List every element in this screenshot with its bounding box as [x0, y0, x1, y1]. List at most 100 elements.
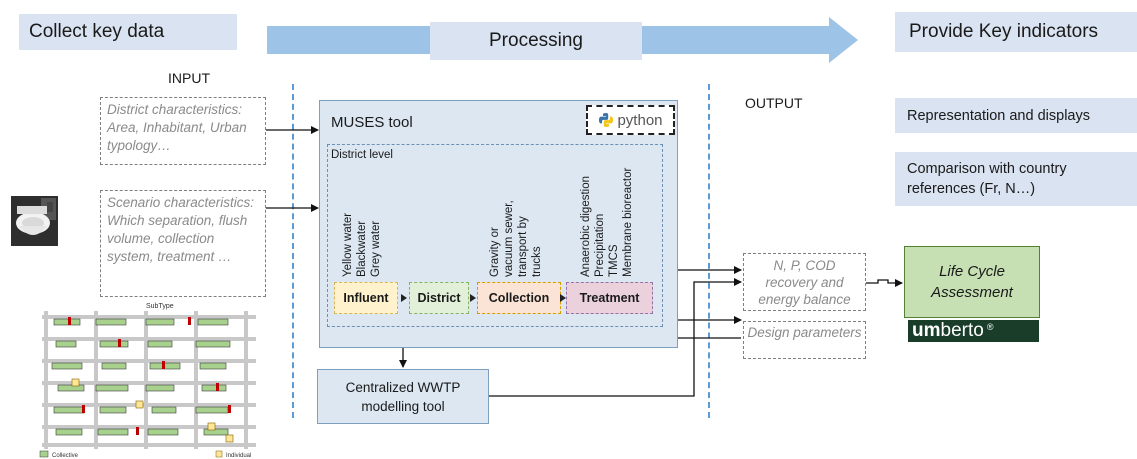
comparison-line2: references (Fr, N…) [907, 181, 1036, 197]
stage-treatment: Treatment [566, 282, 653, 314]
stage-influent: Influent [334, 282, 398, 314]
design-parameters-note: Design parameters [743, 321, 866, 359]
map-collective-block [195, 340, 231, 348]
influent-item-blackwater: Blackwater [356, 220, 368, 277]
stage-district: District [409, 282, 469, 314]
map-legend-collective-label: Collective [52, 453, 79, 458]
treatment-item-precipitation: Precipitation [594, 213, 606, 277]
map-collective-block [95, 318, 127, 326]
input-label: INPUT [168, 70, 210, 86]
wwtp-to-npcod-arrow [489, 278, 742, 397]
life-cycle-assessment-box: Life Cycle Assessment [904, 246, 1040, 318]
python-badge: python [586, 105, 675, 135]
collection-item-trucks: trucks [531, 246, 543, 277]
map-red-marker [228, 405, 231, 413]
map-collective-block [55, 340, 77, 348]
map-individual-square [71, 378, 80, 387]
influent-item-yellow-water: Yellow water [342, 212, 354, 277]
map-legend-collective-swatch [39, 450, 49, 458]
map-red-marker [68, 317, 71, 325]
map-collective-block [99, 406, 127, 414]
map-collective-block [197, 318, 229, 326]
npcod-to-lca-arrow [866, 279, 903, 287]
lca-line2: Assessment [931, 284, 1013, 301]
map-legend-individual-label: Individual [226, 453, 251, 458]
influent-item-grey-water: Grey water [370, 220, 382, 277]
representation-label: Representation and displays [907, 107, 1090, 124]
representation-displays-box: Representation and displays [895, 98, 1137, 133]
map-red-marker [82, 405, 85, 413]
map-collective-block [201, 384, 227, 392]
map-street-h [42, 381, 256, 385]
comparison-box: Comparison with country references (Fr, … [895, 152, 1137, 206]
map-street-h [42, 337, 256, 341]
collection-item-transport: transport by [517, 216, 529, 277]
map-red-marker [136, 427, 139, 435]
provide-header-label: Provide Key indicators [909, 21, 1099, 42]
npcod-recovery-note: N, P, COD recovery and energy balance [743, 253, 866, 311]
input-divider [292, 84, 294, 418]
map-red-marker [216, 383, 219, 391]
map-title: SubType [146, 303, 174, 310]
map-street-v [144, 311, 148, 449]
treatment-item-membrane: Membrane bioreactor [622, 167, 634, 277]
map-red-marker [118, 339, 121, 347]
stage-arrow-1 [401, 294, 407, 302]
umberto-bold: um [912, 320, 941, 341]
wwtp-line2: modelling tool [361, 398, 445, 414]
umberto-rest: berto [940, 320, 984, 341]
map-collective-block [95, 384, 129, 392]
map-collective-block [145, 318, 175, 326]
collect-header-label: Collect key data [29, 21, 165, 42]
map-street-v [44, 311, 48, 449]
stage-collection: Collection [477, 282, 561, 314]
map-street-h [42, 359, 256, 363]
map-collective-block [97, 428, 129, 436]
processing-header: Processing [430, 22, 642, 60]
map-collective-block [51, 362, 83, 370]
map-collective-block [99, 340, 129, 348]
umberto-reg: ® [986, 322, 994, 332]
map-street-h [42, 315, 256, 319]
processing-header-label: Processing [489, 30, 583, 51]
map-collective-block [199, 362, 227, 370]
stage-arrow-2 [470, 294, 476, 302]
collection-item-gravity: Gravity or [489, 227, 501, 277]
map-street-v [244, 311, 248, 449]
scenario-characteristics-note: Scenario characteristics: Which separati… [100, 190, 266, 297]
district-map-illustration: Collective Individual [38, 305, 260, 459]
map-collective-block [203, 428, 229, 436]
muses-tool-title: MUSES tool [331, 114, 413, 131]
centralized-wwtp-box: Centralized WWTP modelling tool [317, 369, 489, 424]
map-collective-block [55, 428, 83, 436]
map-collective-block [53, 318, 81, 326]
map-collective-block [57, 384, 85, 392]
map-individual-square [135, 400, 144, 409]
output-divider [708, 84, 710, 418]
map-individual-square [207, 422, 216, 431]
map-street-v [194, 311, 198, 449]
map-collective-block [151, 406, 177, 414]
map-red-marker [162, 361, 165, 369]
output-label: OUTPUT [745, 95, 803, 111]
stage-arrow-3 [560, 294, 566, 302]
map-individual-square [225, 434, 234, 443]
map-collective-block [147, 428, 179, 436]
map-legend-individual-swatch [215, 450, 223, 458]
treatment-item-anaerobic: Anaerobic digestion [580, 175, 592, 277]
map-street-h [42, 425, 256, 429]
district-level-label: District level [331, 149, 393, 161]
map-collective-block [147, 340, 173, 348]
map-collective-block [101, 362, 127, 370]
map-street-h [42, 443, 256, 447]
lca-line1: Life Cycle [939, 263, 1005, 280]
district-characteristics-note: District characteristics: Area, Inhabita… [100, 97, 266, 165]
treatment-item-tmcs: TMCS [608, 244, 620, 277]
processing-arrow-head [829, 17, 858, 63]
toilet-photo [11, 196, 58, 246]
map-red-marker [188, 317, 191, 325]
map-collective-block [145, 384, 175, 392]
provide-key-indicators-header: Provide Key indicators [895, 12, 1137, 52]
wwtp-line1: Centralized WWTP [345, 379, 461, 395]
